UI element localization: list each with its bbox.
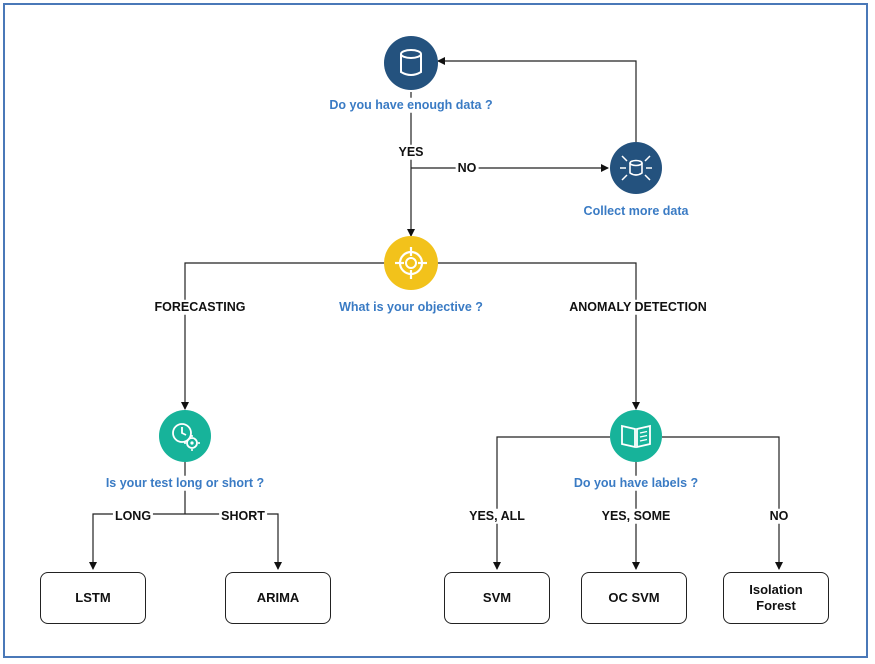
edge-label-short: SHORT — [219, 508, 267, 524]
edge-label-anomaly: ANOMALY DETECTION — [567, 299, 709, 315]
leaf-isolation-forest: Isolation Forest — [723, 572, 829, 624]
target-icon — [384, 236, 438, 290]
edge-label-yes-some: YES, SOME — [599, 508, 673, 524]
leaf-svm: SVM — [444, 572, 550, 624]
diagram-frame — [3, 3, 868, 658]
edge-labels-right — [662, 436, 783, 570]
edge-label-forecasting: FORECASTING — [152, 299, 248, 315]
leaf-oc-svm-label: OC SVM — [608, 590, 660, 606]
edge-label-no: NO — [455, 160, 479, 176]
edge-label-yes: YES — [396, 144, 426, 160]
leaf-lstm: LSTM — [40, 572, 146, 624]
leaf-svm-label: SVM — [482, 590, 512, 606]
edge-long — [89, 513, 185, 570]
collect-label: Collect more data — [581, 203, 691, 219]
edge-forecasting — [181, 262, 386, 410]
database-icon — [384, 36, 438, 90]
edge-label-no-labels: NO — [767, 508, 791, 524]
leaf-oc-svm: OC SVM — [581, 572, 687, 624]
leaf-isolation-forest-label: Isolation Forest — [749, 582, 803, 613]
objective-label: What is your objective ? — [337, 299, 485, 315]
labels-question-label: Do you have labels ? — [571, 475, 701, 491]
edge-anomaly — [437, 262, 640, 410]
data-question-label: Do you have enough data ? — [327, 97, 495, 113]
clock-gear-icon — [159, 410, 211, 462]
leaf-lstm-label: LSTM — [75, 590, 111, 606]
test-length-label: Is your test long or short ? — [103, 475, 267, 491]
edge-short — [185, 513, 282, 570]
database-collect-icon — [610, 142, 662, 194]
edge-loop-back — [437, 57, 637, 143]
edge-labels-left — [493, 436, 610, 570]
edge-label-long: LONG — [112, 508, 154, 524]
leaf-arima: ARIMA — [225, 572, 331, 624]
leaf-arima-label: ARIMA — [256, 590, 300, 606]
book-icon — [610, 410, 662, 462]
edge-label-yes-all: YES, ALL — [467, 508, 527, 524]
